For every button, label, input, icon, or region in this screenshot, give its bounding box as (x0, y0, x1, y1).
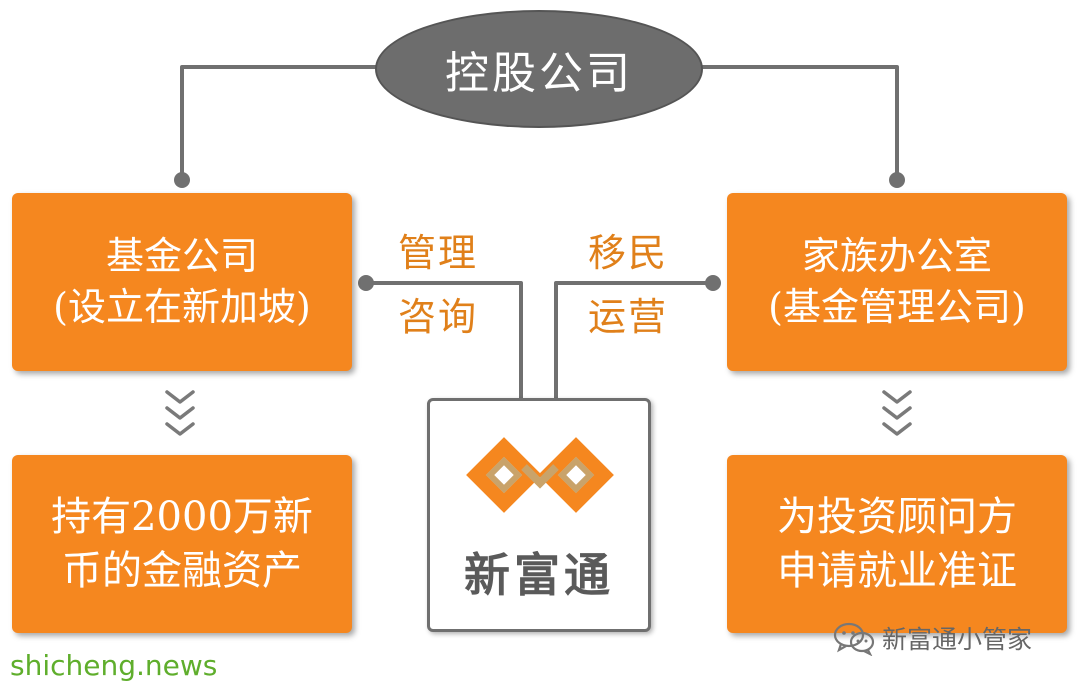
wechat-watermark: 新富通小管家 (832, 620, 1032, 656)
company-logo-box: 新富通 (427, 398, 651, 632)
employment-pass-box: 为投资顾问方 申请就业准证 (727, 455, 1067, 633)
connector-top-left (180, 65, 377, 178)
company-logo-name: 新富通 (464, 548, 614, 602)
fund-company-title: 基金公司 (105, 233, 258, 278)
connector-immigration (554, 281, 711, 398)
connector-dot-mgmt (358, 275, 374, 291)
employment-pass-line-1: 为投资顾问方 (777, 494, 1017, 540)
connector-dot-top-right (889, 172, 905, 188)
infinity-logo-icon (466, 437, 614, 513)
wechat-icon (833, 622, 875, 656)
connector-dot-immigration (705, 275, 721, 291)
fund-company-subtitle: (设立在新加坡) (53, 285, 311, 329)
holding-company-label: 控股公司 (445, 48, 633, 99)
connector-mgmt (370, 281, 523, 398)
operations-label: 运营 (588, 295, 669, 339)
immigration-label: 移民 (588, 231, 669, 275)
family-office-box: 家族办公室 (基金管理公司) (727, 193, 1067, 371)
family-office-subtitle: (基金管理公司) (768, 285, 1026, 329)
chevron-down-icon (882, 390, 912, 436)
fund-company-box: 基金公司 (设立在新加坡) (12, 193, 352, 371)
financial-assets-line-2: 币的金融资产 (62, 548, 302, 594)
financial-assets-line-1: 持有2000万新 (51, 494, 313, 540)
financial-assets-box: 持有2000万新 币的金融资产 (12, 455, 352, 633)
connector-dot-top-left (174, 172, 190, 188)
site-watermark: shicheng.news (10, 649, 218, 682)
family-office-title: 家族办公室 (801, 233, 992, 278)
employment-pass-line-2: 申请就业准证 (777, 548, 1017, 594)
management-label: 管理 (398, 231, 479, 275)
connector-top-right (702, 65, 899, 178)
chevron-down-icon (165, 390, 195, 436)
consulting-label: 咨询 (398, 295, 479, 339)
wechat-account-name: 新富通小管家 (882, 625, 1033, 654)
holding-company-node: 控股公司 (375, 10, 703, 128)
